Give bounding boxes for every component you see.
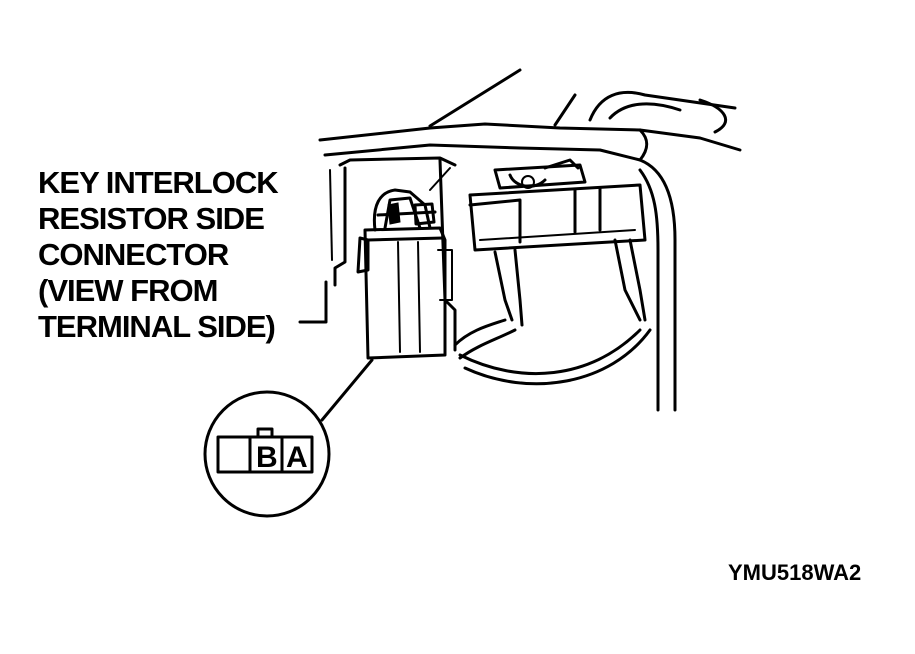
relay-assembly [468, 158, 647, 327]
pin-label-b: B [256, 441, 278, 474]
callout-leaders [298, 280, 374, 422]
connector-face-detail: B A [203, 390, 331, 518]
callout-line-4: (VIEW FROM [38, 273, 218, 308]
callout-line-2: RESISTOR SIDE [38, 201, 265, 236]
mounting-bracket [329, 156, 457, 352]
wire-harness [453, 318, 652, 386]
resistor-connector [356, 167, 453, 360]
callout-line-3: CONNECTOR [38, 237, 229, 272]
callout-line-1: KEY INTERLOCK [38, 165, 279, 200]
figure-id: YMU518WA2 [728, 560, 862, 585]
callout-line-5: TERMINAL SIDE) [38, 309, 276, 344]
connector-callout-label: KEY INTERLOCK RESISTOR SIDE CONNECTOR (V… [38, 165, 279, 345]
column-housing [318, 68, 742, 412]
pin-label-a: A [286, 441, 308, 474]
